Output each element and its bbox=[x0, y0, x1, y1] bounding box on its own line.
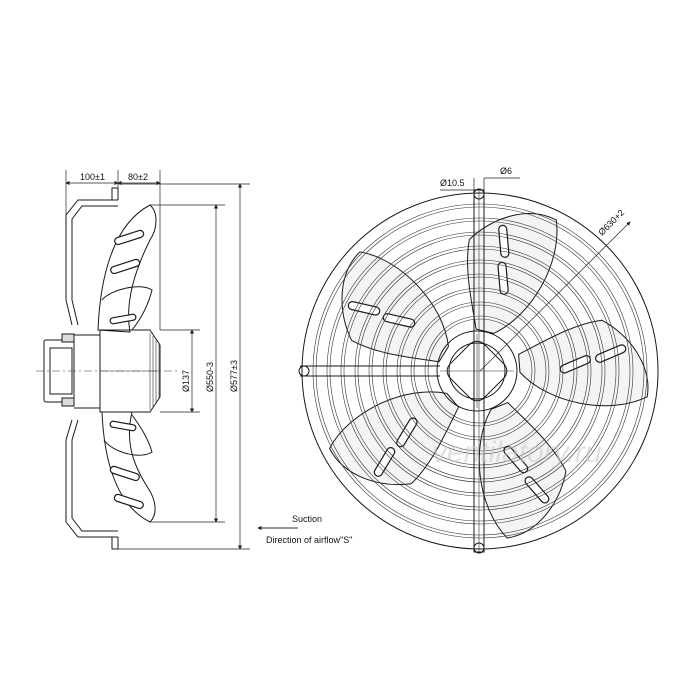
guard-ring bbox=[329, 220, 631, 522]
blade-slot bbox=[373, 447, 396, 477]
front-blade-outline bbox=[341, 251, 449, 363]
guard-ring bbox=[385, 276, 575, 466]
front-hub bbox=[436, 330, 518, 412]
guard-ring-outer bbox=[368, 259, 592, 483]
guard-ring-outer bbox=[312, 203, 648, 539]
front-blade bbox=[467, 213, 558, 334]
dim-housing-dia: Ø577±3 bbox=[229, 360, 239, 392]
guard-ring-outer bbox=[382, 273, 578, 469]
guard-ring bbox=[357, 248, 603, 494]
suction-label: Suction bbox=[292, 514, 322, 524]
guard-ring bbox=[371, 262, 589, 480]
front-blade-outline bbox=[467, 213, 558, 334]
guard-ring-outer bbox=[396, 287, 564, 455]
guard-ring-outer bbox=[354, 245, 606, 497]
watermark: ventilatory.ru bbox=[432, 436, 602, 469]
dim-hole-dia: Ø10.5 bbox=[440, 178, 465, 188]
front-view: Ø10.5 Ø6 Ø630+2 bbox=[298, 166, 659, 554]
guard-ring-outer bbox=[410, 301, 550, 441]
front-blade bbox=[328, 391, 460, 485]
dim-blade-dia: Ø550-3 bbox=[205, 362, 215, 392]
front-blade bbox=[341, 251, 449, 363]
side-right-dimensions: Ø137 Ø550-3 Ø577±3 bbox=[118, 183, 250, 550]
side-view: 100±1 80±2 Ø137 Ø550-3 Ø577±3 Suction Di… bbox=[36, 170, 352, 550]
housing-ring bbox=[301, 192, 659, 550]
blade-slot bbox=[595, 344, 627, 363]
guard-ring bbox=[315, 206, 645, 536]
guard-ring bbox=[427, 318, 533, 424]
guard-ring-outer bbox=[340, 231, 620, 511]
side-top-dimensions: 100±1 80±2 bbox=[65, 170, 161, 330]
guard-ring-outer bbox=[326, 217, 634, 525]
blade-slot bbox=[524, 476, 550, 504]
side-blades bbox=[97, 204, 157, 523]
dim-wire-dia: Ø6 bbox=[500, 166, 512, 176]
guard-ring bbox=[413, 304, 547, 438]
guard-ring-outer bbox=[424, 315, 536, 427]
blade-slot bbox=[347, 301, 381, 316]
dim-hub-depth: 80±2 bbox=[128, 172, 148, 182]
airflow-indicator: Suction Direction of airflow"S" bbox=[257, 514, 352, 545]
dim-hub-offset: 100±1 bbox=[80, 172, 105, 182]
airflow-direction-label: Direction of airflow"S" bbox=[266, 535, 352, 545]
guard-ring bbox=[399, 290, 561, 452]
dim-bolt-circle-dia: Ø630+2 bbox=[596, 208, 626, 238]
dim-hub-dia: Ø137 bbox=[181, 370, 191, 392]
guard-rings bbox=[312, 203, 648, 539]
front-blade-outline bbox=[328, 391, 460, 485]
guard-ring bbox=[343, 234, 617, 508]
